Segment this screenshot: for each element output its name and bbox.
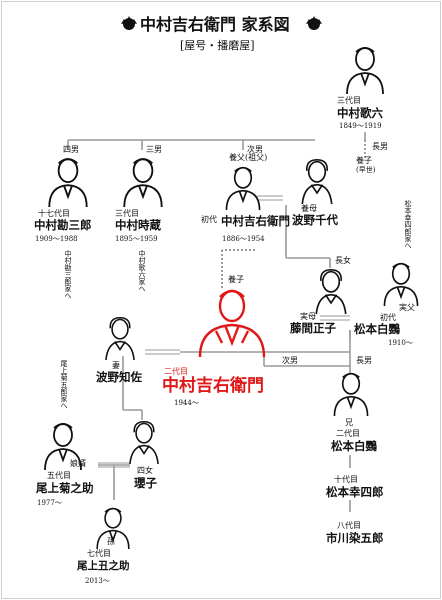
kichiemon1-gen: 初代 [201, 215, 217, 224]
kanzaburo-note: 中村勘三郎家へ [64, 250, 72, 299]
chiyo-name: 波野千代 [292, 213, 338, 227]
hakuo1-note: 松本幸四郎家へ [404, 200, 412, 249]
rel-son1b: 長男 [356, 356, 372, 365]
person-ushinosuke-icon [96, 507, 130, 549]
tamako-role: 四女 [137, 466, 153, 475]
kichiemon1-role: 養父(祖父) [229, 153, 268, 162]
page-title: 中村吉右衛門 家系図 [140, 15, 290, 34]
ushinosuke-years: 2013～ [85, 577, 110, 585]
somegoro-gen: 八代目 [337, 521, 361, 530]
crest-right-icon [306, 16, 322, 30]
kanzaburo-years: 1909～1988 [35, 235, 78, 243]
kichiemon1-name: 中村吉右衛門 [221, 214, 290, 228]
kikunosuke-note: 尾上菊五郎家へ [60, 360, 68, 409]
tomosa-role: 妻 [112, 361, 120, 370]
utaroku-gen: 三代目 [337, 96, 361, 105]
kichiemon2-years: 1944～ [174, 399, 199, 407]
hakuo2-role: 兄 [345, 418, 353, 427]
hakuo2-gen: 二代目 [336, 429, 360, 438]
kichiemon2-name: 中村吉右衛門 [162, 376, 264, 396]
person-tamako-icon [129, 420, 159, 464]
kikunosuke-years: 1977～ [37, 499, 62, 507]
hakuo1-gen: 初代 [380, 313, 396, 322]
kikunosuke-role: 娘婿 [70, 459, 86, 468]
rel-son4: 四男 [63, 145, 79, 154]
tokizo-years: 1895～1959 [115, 235, 158, 243]
crest-left-icon [121, 16, 137, 30]
hakuo1-name: 松本白鸚 [354, 322, 400, 336]
tokizo-gen: 三代目 [115, 209, 139, 218]
utaroku-years: 1849～1919 [339, 122, 382, 130]
somegoro-name: 市川染五郎 [326, 531, 384, 545]
koshiro-name: 松本幸四郎 [326, 485, 384, 499]
rel-adopted: 養子 [228, 275, 244, 284]
person-tokizo-icon [123, 158, 163, 207]
tokizo-name: 中村時蔵 [115, 218, 161, 232]
kikunosuke-name: 尾上菊之助 [36, 481, 94, 495]
rel-early-death: (早世) [356, 166, 376, 174]
masako-name: 藤間正子 [290, 321, 336, 335]
rel-adopted-early: 養子 [356, 156, 372, 165]
person-masako-icon [315, 269, 347, 314]
person-tomosa-icon [105, 316, 135, 360]
chiyo-role: 養母 [301, 204, 317, 213]
rel-son2b: 次男 [282, 356, 298, 365]
person-kichiemon2-icon [198, 289, 266, 357]
kanzaburo-gen: 十七代目 [38, 209, 70, 218]
utaroku-name: 中村歌六 [337, 106, 383, 120]
rel-son2: 次男 [247, 145, 263, 154]
person-chiyo-icon [301, 159, 333, 204]
rel-son1: 長男 [372, 142, 388, 151]
koshiro-gen: 十代目 [334, 475, 358, 484]
rel-daughter1: 長女 [335, 256, 351, 265]
person-utaroku-icon [346, 47, 384, 94]
person-kichiemon1-icon [225, 166, 261, 210]
hakuo1-role: 実父 [399, 303, 415, 312]
kanzaburo-name: 中村勘三郎 [34, 218, 92, 232]
tomosa-name: 波野知佐 [96, 370, 142, 384]
tamako-name: 瓔子 [134, 476, 157, 490]
hakuo1-years: 1910～ [388, 339, 413, 347]
masako-role: 実母 [300, 312, 316, 321]
tokizo-note: 中村歌六家へ [138, 250, 146, 292]
person-hakuo1-icon [383, 262, 419, 306]
person-kanzaburo-icon [48, 158, 88, 207]
person-kikunosuke-icon [44, 423, 82, 470]
ushinosuke-name: 尾上丑之助 [77, 560, 130, 572]
kikunosuke-gen: 五代目 [47, 471, 71, 480]
ushinosuke-gen: 七代目 [87, 549, 111, 558]
rel-son3: 三男 [146, 145, 162, 154]
person-hakuo2-icon [333, 372, 369, 416]
kichiemon1-years: 1886～1954 [222, 235, 265, 243]
hakuo2-name: 松本白鸚 [331, 439, 377, 453]
page-subtitle: [屋号・播磨屋] [180, 39, 255, 52]
kichiemon2-gen: 二代目 [164, 367, 188, 376]
ushinosuke-role: 孫 [107, 537, 115, 546]
